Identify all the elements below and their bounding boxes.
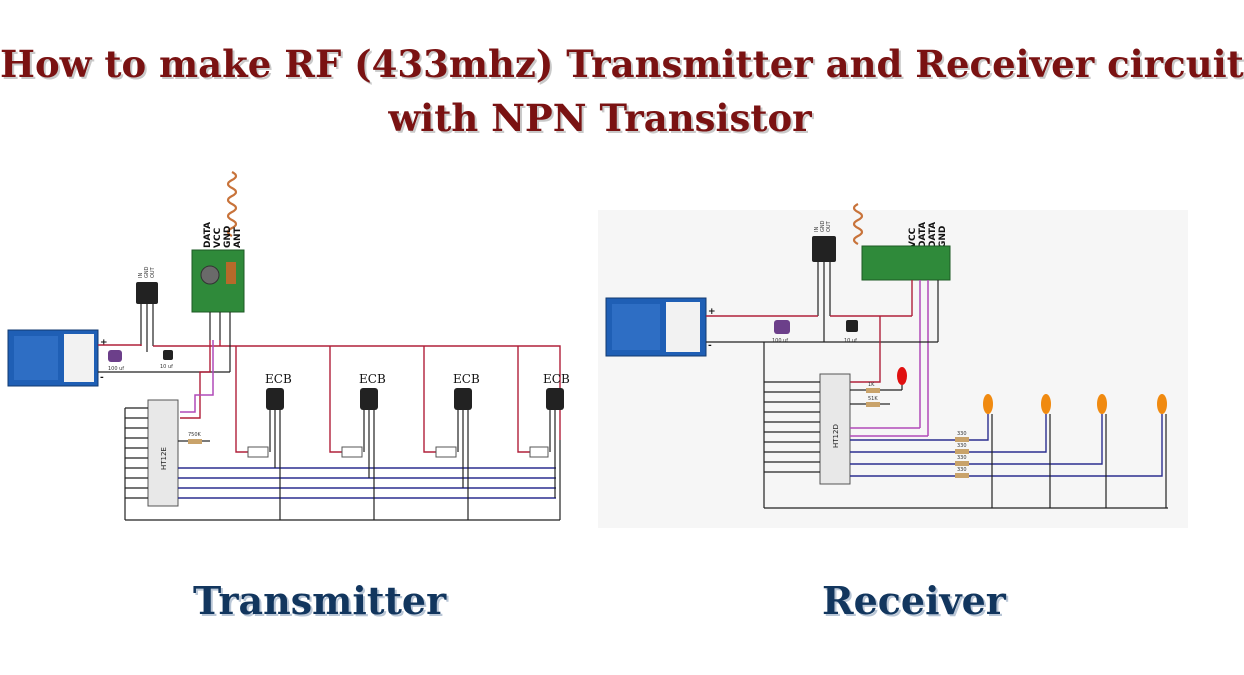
- tx-transistor-3: ECB: [435, 372, 480, 520]
- tx-resistor-750k: [188, 439, 202, 444]
- tx-switch-3: [435, 446, 457, 458]
- rx-output-led-3: [1097, 394, 1107, 508]
- rx-pin-data2: DATA: [928, 222, 938, 248]
- title-line-1: How to make RF (433mhz) Transmitter and …: [0, 42, 1244, 86]
- tx-encoder-chip: [147, 399, 179, 507]
- tx-ecb-2: ECB: [359, 372, 386, 386]
- rx-resistor-out-2: [955, 449, 969, 454]
- rx-r-out-1: 330: [957, 431, 967, 437]
- tx-pin-data: DATA: [203, 222, 213, 248]
- rx-resistor-out-3: [955, 461, 969, 466]
- rx-battery-minus: -: [708, 341, 712, 351]
- circuit-diagram: DATA VCC GND ANT IN GND OUT + - 100 uf 1…: [7, 171, 1188, 528]
- rx-r-out-4: 330: [957, 467, 967, 473]
- tx-cap1-label: 100 uf: [108, 366, 124, 372]
- rx-cap1-label: 100 uf: [772, 338, 788, 344]
- rx-reg-out: OUT: [826, 220, 832, 232]
- tx-ecb-3: ECB: [453, 372, 480, 386]
- tx-cap2-label: 10 uf: [160, 364, 173, 370]
- tx-transistor-2: ECB: [341, 372, 386, 520]
- tx-transistor-4: ECB: [529, 372, 570, 520]
- title-line-2: with NPN Transistor: [388, 96, 812, 140]
- tx-module-coil: [226, 262, 236, 284]
- rx-chip-label: HT12D: [832, 424, 840, 448]
- tx-rf-module: [191, 249, 245, 313]
- tx-cap-10uf: [163, 350, 173, 360]
- transmitter-label: Transmitter: [193, 578, 447, 623]
- tx-transistor-1: ECB: [247, 372, 292, 520]
- tx-pin-vcc: VCC: [213, 227, 223, 248]
- rx-voltage-regulator: [812, 236, 836, 262]
- rx-pin-gnd: GND: [938, 226, 948, 248]
- tx-reg-in: IN: [138, 273, 144, 278]
- rx-battery-plus: +: [708, 307, 716, 317]
- rx-resistor-51k: [866, 402, 880, 407]
- rx-status-led: [897, 367, 907, 385]
- rx-resistor-out-1: [955, 437, 969, 442]
- tx-chip-label: HT12E: [160, 447, 168, 470]
- tx-reg-gnd: GND: [144, 266, 150, 278]
- rx-output-led-4: [1157, 394, 1167, 508]
- tx-ecb-1: ECB: [265, 372, 292, 386]
- rx-chip-left-pins: [763, 342, 820, 508]
- rx-r-led-label: 1K: [868, 382, 875, 388]
- rx-output-led-2: [1041, 394, 1051, 508]
- tx-pin-gnd: GND: [223, 226, 233, 248]
- tx-voltage-regulator: [136, 282, 158, 304]
- rx-reg-gnd: GND: [820, 220, 826, 232]
- rx-pin-data1: DATA: [918, 222, 928, 248]
- tx-pin-ant: ANT: [233, 227, 243, 248]
- tx-cap-100uf: [108, 350, 122, 362]
- rx-pin-vcc: VCC: [908, 227, 918, 248]
- rx-r-osc-label: 51K: [868, 396, 878, 402]
- tx-chip-left-pins: [124, 407, 148, 520]
- tx-antenna-coil: [226, 171, 238, 237]
- tx-switch-4: [529, 446, 549, 458]
- rx-resistor-out-4: [955, 473, 969, 478]
- rx-resistor-1k: [866, 388, 880, 393]
- rx-decoder-chip: [819, 373, 851, 485]
- rx-cap-10uf: [846, 320, 858, 332]
- tx-module-crystal: [200, 265, 220, 285]
- rx-cap2-label: 10 uf: [844, 338, 857, 344]
- rx-rf-module: [861, 245, 951, 281]
- tx-reg-out: OUT: [150, 266, 156, 278]
- rx-reg-in: IN: [814, 227, 820, 232]
- tx-battery-plus: +: [100, 338, 108, 348]
- tx-switch-2: [341, 446, 363, 458]
- receiver-label: Receiver: [822, 578, 1006, 623]
- receiver-circuit: VCC DATA DATA GND IN GND OUT + - 100 uf …: [598, 203, 1188, 528]
- tx-ecb-4: ECB: [543, 372, 570, 386]
- transmitter-circuit: DATA VCC GND ANT IN GND OUT + - 100 uf 1…: [7, 171, 570, 521]
- rx-r-out-2: 330: [957, 443, 967, 449]
- tx-battery-minus: -: [100, 373, 104, 383]
- rx-output-led-1: [983, 394, 993, 508]
- tx-switch-1: [247, 446, 269, 458]
- rx-r-out-3: 330: [957, 455, 967, 461]
- tx-resistor-label: 750K: [188, 432, 202, 438]
- rx-antenna-coil: [852, 203, 864, 245]
- rx-cap-100uf: [774, 320, 790, 334]
